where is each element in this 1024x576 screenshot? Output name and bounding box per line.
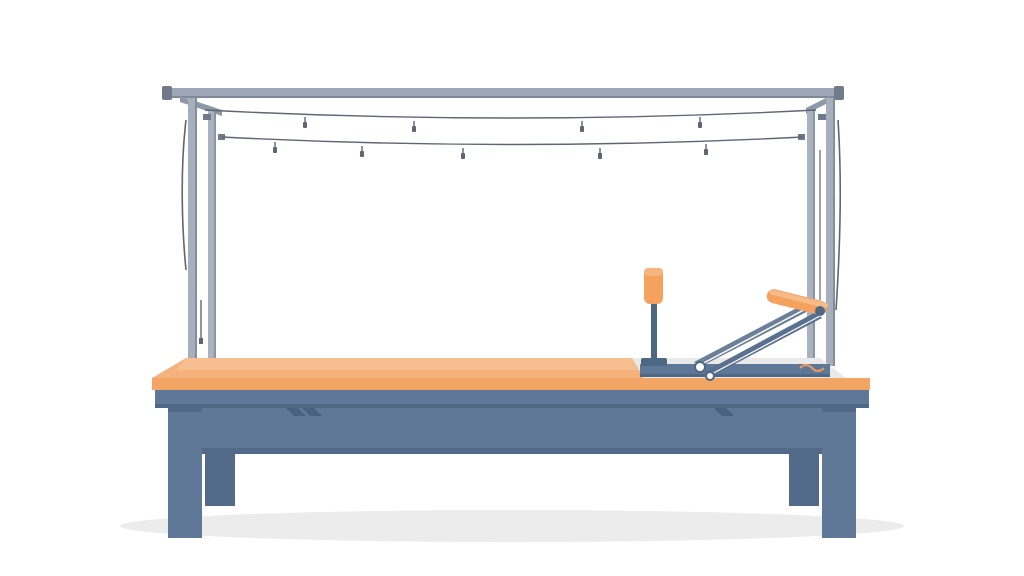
front-leg-left	[168, 404, 202, 538]
cable-clips	[273, 117, 708, 159]
foot-bar-pivot	[694, 361, 706, 373]
foot-bar-assembly	[694, 289, 829, 381]
top-rail-cap-right	[834, 86, 844, 100]
cable-clip	[598, 148, 602, 159]
cable-clip	[412, 121, 416, 132]
cable-clip	[303, 117, 307, 128]
right-post-cable	[835, 119, 841, 311]
pad-post	[651, 300, 657, 362]
vertical-pad-post	[641, 268, 667, 366]
pad-base	[641, 358, 667, 366]
back-leg-right	[789, 446, 819, 506]
cable-clip	[698, 117, 702, 128]
top-frame-band	[155, 388, 869, 406]
left-post-cable	[181, 119, 187, 271]
right-post-back	[807, 110, 815, 362]
shoulder-pad	[644, 268, 663, 304]
foot-bar-arm	[694, 300, 818, 366]
front-leg-right	[822, 404, 856, 538]
reformer-table	[152, 358, 870, 538]
top-rail	[166, 88, 842, 97]
right-post-front	[826, 98, 835, 366]
upper-cable	[204, 109, 817, 119]
cable-clip	[273, 142, 277, 153]
cable-clip	[580, 121, 584, 132]
left-post-back	[208, 110, 216, 362]
right-corner-bracket	[806, 96, 830, 114]
cable-clip	[461, 148, 465, 159]
table-top-edge	[152, 378, 870, 390]
left-post-front	[188, 98, 197, 366]
floor-shadow	[120, 510, 904, 542]
lower-cable	[221, 136, 804, 146]
back-leg-left	[205, 446, 235, 506]
hanging-cables	[204, 109, 817, 159]
foot-bar-spring	[799, 364, 825, 372]
canopy-frame	[162, 86, 844, 366]
top-rail-cap-left	[162, 86, 172, 100]
cable-clip	[360, 146, 364, 157]
cable-clip	[704, 144, 708, 155]
lower-apron	[180, 408, 844, 454]
